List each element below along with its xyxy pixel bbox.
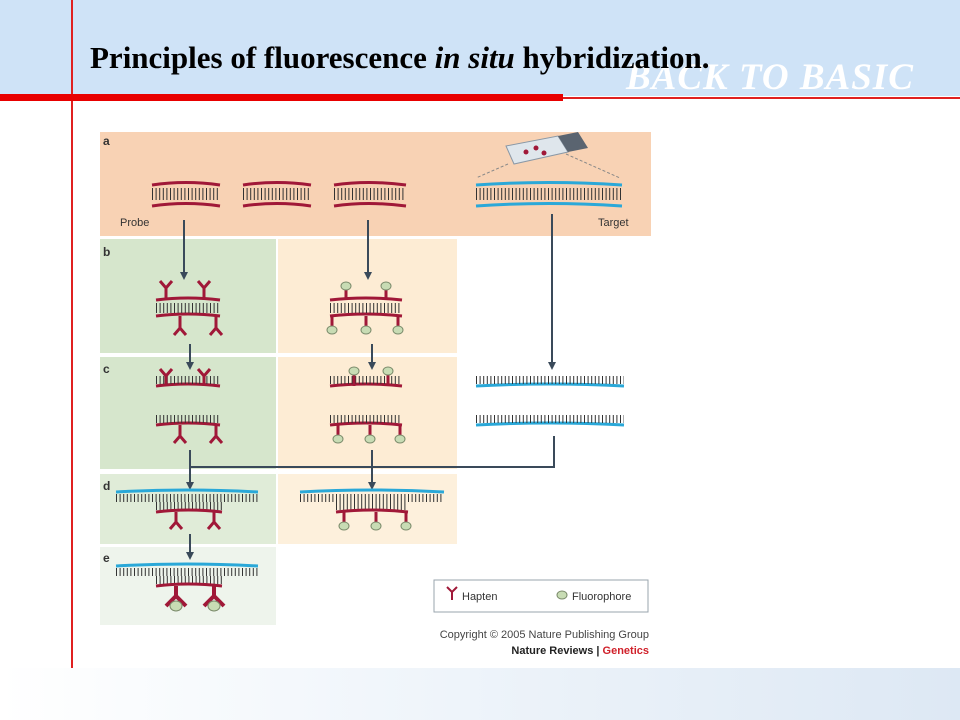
journal-credit: Nature Reviews | Genetics (511, 645, 649, 657)
fluorophore-icon (556, 590, 568, 600)
journal-separator: | (593, 645, 602, 657)
denatured-hapten-probe (155, 368, 224, 444)
denatured-target (475, 376, 625, 427)
target-dna (475, 181, 623, 208)
title-pre: Principles of fluorescence (90, 40, 435, 75)
fluorophore-labelled-probe (326, 281, 404, 335)
legend: Hapten Fluorophore (433, 579, 649, 613)
microscope-slide-icon (475, 132, 621, 179)
copyright-text: Copyright © 2005 Nature Publishing Group (440, 629, 649, 641)
red-header-bar (0, 94, 563, 101)
detected-hybrid (115, 562, 259, 612)
probe-dna-3 (333, 181, 407, 208)
legend-hapten-label: Hapten (462, 591, 497, 603)
probe-dna-1 (151, 181, 221, 208)
panel-label-d: d (103, 479, 110, 493)
hybrid-hapten (115, 488, 259, 530)
title-post: hybridization. (514, 40, 710, 75)
legend-fluorophore-label: Fluorophore (572, 591, 631, 603)
denatured-fluorophore-probe (329, 366, 406, 444)
panel-label-c: c (103, 362, 110, 376)
red-vertical-line (71, 0, 73, 668)
connector-target-d (190, 436, 555, 468)
red-header-line (563, 97, 960, 99)
journal-left: Nature Reviews (511, 645, 593, 657)
panel-e-bg (100, 547, 276, 625)
fish-figure: a b c d e Probe Target (100, 132, 651, 657)
probe-dna-2 (242, 181, 312, 208)
panel-c-right-bg (278, 357, 457, 469)
target-label: Target (598, 217, 629, 229)
probe-label: Probe (120, 217, 149, 229)
hybrid-fluorophore (299, 488, 445, 531)
panel-label-a: a (103, 134, 110, 148)
hapten-labelled-probe (155, 280, 224, 336)
panel-label-e: e (103, 551, 110, 565)
footer-gradient (0, 668, 960, 720)
slide-title: Principles of fluorescence in situ hybri… (90, 40, 709, 76)
panel-label-b: b (103, 245, 110, 259)
hapten-icon (446, 586, 458, 600)
journal-right: Genetics (603, 645, 649, 657)
watermark: BACK TO BASIC (626, 57, 914, 98)
header-band (0, 0, 960, 96)
panel-c-left-bg (100, 357, 276, 469)
title-italic: in situ (434, 40, 515, 75)
panel-b-left-bg (100, 239, 276, 353)
